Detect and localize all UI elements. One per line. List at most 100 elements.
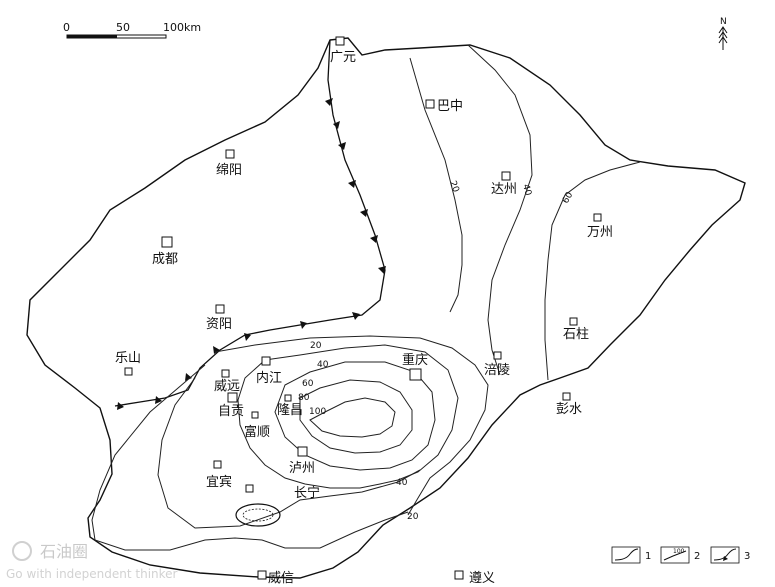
- isoline-40: [237, 344, 459, 489]
- isoline-label-80: 80: [298, 393, 310, 403]
- isoline-label-40c: 40: [396, 478, 408, 488]
- fault-tooth: [185, 373, 192, 381]
- isoline-label-40a: 40: [520, 183, 533, 197]
- legend-fault-line: [713, 548, 737, 561]
- legend-label-isoline: 2: [694, 551, 700, 562]
- city-marker-pengshui: [562, 392, 571, 401]
- legend-item-fault: 3: [710, 546, 750, 564]
- north-label: N: [720, 17, 727, 27]
- city-label-pengshui: 彭水: [556, 402, 582, 417]
- city-marker-yibin: [213, 460, 222, 469]
- watermark-title: 石油圈: [40, 542, 88, 561]
- scale-bar: 0 50 100km: [63, 21, 201, 39]
- fault-tooth: [117, 402, 124, 410]
- fault-tooth: [348, 180, 356, 188]
- isoline-40-north: [467, 44, 533, 376]
- fault-tooth: [155, 396, 162, 404]
- city-marker-fuling: [493, 351, 502, 360]
- city-label-bazhong: 巴中: [437, 99, 463, 114]
- city-label-mianyang: 绵阳: [216, 163, 242, 178]
- cities: 广元 巴中 绵阳 达州 万州 成都 资阳 石柱 乐山 内江 重庆 涪陵 威远 自…: [115, 36, 613, 586]
- isoline-20-southwest: [91, 364, 409, 551]
- city-label-leshan: 乐山: [115, 351, 141, 366]
- watermark-logo-icon: [12, 541, 32, 561]
- isoline-80: [299, 379, 413, 454]
- isoline-label-60a: 60: [561, 190, 576, 205]
- isoline-40-south: [157, 377, 421, 529]
- fault-tooth: [370, 235, 378, 243]
- lens-feature: [235, 503, 281, 527]
- city-marker-zigong: [227, 392, 238, 403]
- city-label-zunyi: 遵义: [469, 570, 495, 586]
- fault-tooth: [378, 266, 386, 274]
- isoline-label-60b: 60: [302, 379, 314, 389]
- legend-isoline-sample: 100: [673, 548, 685, 555]
- city-label-ziyang: 资阳: [206, 317, 232, 332]
- city-label-shizhu: 石柱: [563, 327, 589, 342]
- isoline-20-south: [214, 335, 489, 516]
- basin-boundary: [26, 37, 746, 579]
- fault-tooth: [244, 333, 251, 341]
- city-label-changning: 长宁: [294, 485, 320, 501]
- city-label-fushun: 富顺: [244, 424, 270, 440]
- city-marker-zunyi: [454, 570, 464, 580]
- isoline-label-100: 100: [309, 407, 326, 417]
- legend: 1 100 2 3: [611, 546, 750, 564]
- legend-isoline-line: [663, 550, 687, 561]
- city-label-weixin: 威信: [268, 571, 294, 586]
- fault-tooth: [325, 98, 333, 106]
- city-label-neijiang: 内江: [256, 370, 282, 386]
- city-marker-shizhu: [569, 317, 578, 326]
- legend-label-fault: 3: [744, 551, 750, 562]
- city-marker-weixin: [257, 570, 267, 580]
- city-label-zigong: 自贡: [218, 404, 244, 419]
- lens-inner: [242, 508, 274, 522]
- city-label-wanzhou: 万州: [587, 225, 613, 240]
- watermark: 石油圈 Go with independent thinker: [6, 541, 178, 581]
- isoline-100: [309, 397, 396, 438]
- city-marker-ziyang: [215, 304, 225, 314]
- city-label-fuling: 涪陵: [484, 363, 510, 378]
- isoline-60-north: [544, 161, 641, 381]
- isoline-60: [274, 361, 436, 471]
- city-label-longchang: 隆昌: [277, 403, 303, 418]
- lens-outer: [235, 503, 281, 527]
- scale-tick-100km: 100km: [163, 21, 201, 34]
- city-label-yibin: 宜宾: [206, 474, 232, 490]
- city-marker-longchang: [284, 394, 292, 402]
- north-arrow: N: [718, 17, 728, 50]
- city-marker-guangyuan: [335, 36, 345, 46]
- watermark-subtitle: Go with independent thinker: [6, 567, 178, 581]
- isoline-20-north: [409, 57, 463, 313]
- isoline-label-20a: 20: [447, 180, 460, 194]
- fault-tooth: [352, 312, 360, 320]
- scale-bar-fill: [67, 35, 117, 38]
- city-marker-weiyuan: [221, 369, 230, 378]
- city-label-weiyuan: 威远: [214, 379, 240, 394]
- city-marker-chongqing: [409, 368, 422, 381]
- city-label-chengdu: 成都: [152, 252, 178, 267]
- fault-teeth: [117, 98, 386, 410]
- city-marker-neijiang: [261, 356, 271, 366]
- isoline-label-20b: 20: [310, 341, 322, 351]
- fault-tooth: [338, 142, 346, 150]
- legend-boundary-line: [614, 548, 639, 561]
- isolines: [91, 44, 641, 551]
- scale-tick-0: 0: [63, 21, 70, 34]
- city-marker-changning: [245, 484, 254, 493]
- legend-swatch-fault: [710, 546, 740, 564]
- city-label-luzhou: 泸州: [289, 461, 315, 476]
- north-arrow-heads: [718, 26, 728, 44]
- city-label-guangyuan: 广元: [330, 50, 356, 65]
- legend-item-isoline: 100 2: [660, 546, 700, 564]
- scale-tick-50: 50: [116, 21, 130, 34]
- isoline-labels: 20 40 60 20 40 60 80 100 40 20: [298, 180, 575, 522]
- isoline-label-40b: 40: [317, 360, 329, 370]
- city-marker-leshan: [124, 367, 133, 376]
- legend-fault-tooth: [723, 556, 728, 561]
- city-marker-wanzhou: [593, 213, 602, 222]
- city-marker-luzhou: [297, 446, 308, 457]
- fault-tooth: [333, 121, 340, 129]
- legend-label-boundary: 1: [645, 551, 651, 562]
